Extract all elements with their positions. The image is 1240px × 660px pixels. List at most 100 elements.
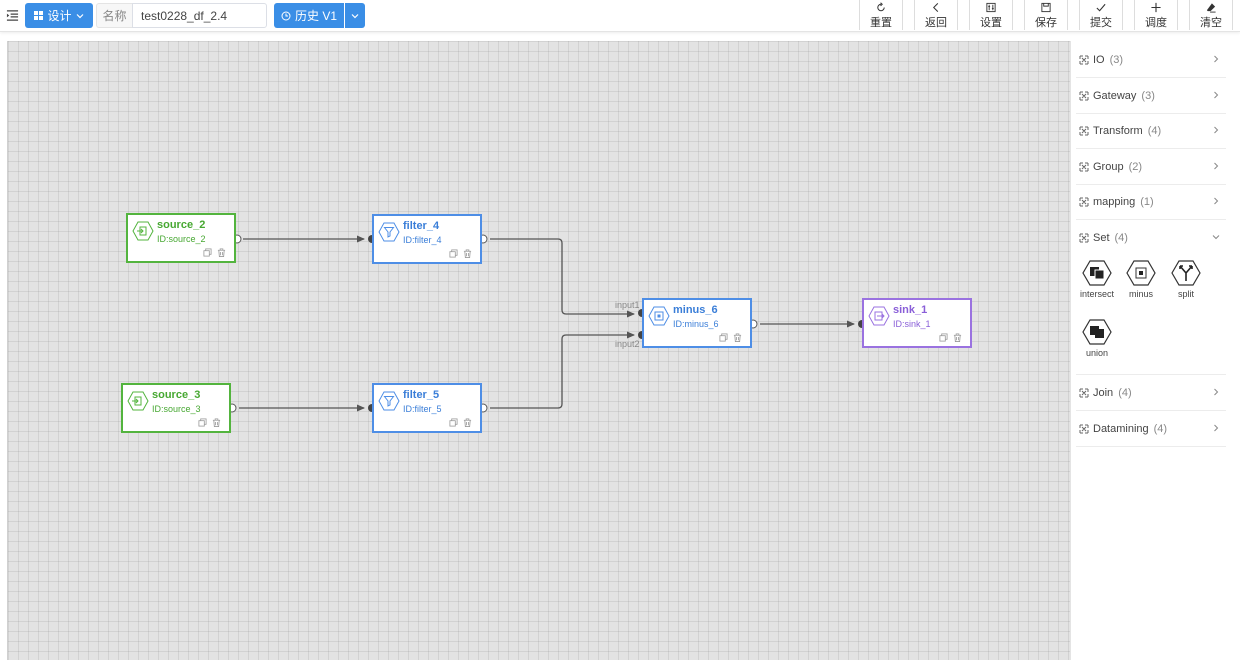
node-sink-1[interactable]: sink_1 ID:sink_1	[862, 298, 972, 348]
node-title: source_3	[152, 389, 201, 401]
settings-label: 设置	[980, 17, 1002, 29]
node-source-2[interactable]: source_2 ID:source_2	[126, 213, 236, 263]
save-button[interactable]: 保存	[1024, 0, 1068, 30]
group-icon	[1079, 55, 1089, 64]
group-count: (3)	[1141, 89, 1155, 102]
component-label: minus	[1128, 289, 1153, 299]
group-count: (4)	[1114, 232, 1128, 244]
schedule-label: 调度	[1145, 17, 1167, 29]
group-name: Gateway	[1093, 89, 1137, 102]
history-version-button[interactable]: 历史 V1	[274, 3, 344, 28]
group-icon	[1079, 233, 1089, 243]
group-icon	[1079, 388, 1089, 397]
copy-icon[interactable]	[449, 418, 458, 427]
split-icon	[1171, 260, 1201, 286]
union-icon	[1082, 319, 1112, 345]
group-join[interactable]: Join (4)	[1076, 375, 1226, 411]
top-toolbar: 设计 名称 历史 V1 重置 返回 设置 保存 提交 调度 清空	[0, 0, 1240, 32]
name-input[interactable]	[132, 3, 267, 28]
node-title: sink_1	[893, 304, 928, 316]
copy-icon[interactable]	[449, 249, 458, 258]
group-io[interactable]: IO (3)	[1076, 42, 1226, 78]
delete-icon[interactable]	[217, 248, 226, 257]
node-title: filter_4	[403, 220, 440, 232]
component-label: split	[1177, 289, 1194, 299]
group-name: Set	[1093, 232, 1110, 244]
save-icon	[1041, 2, 1051, 13]
copy-icon[interactable]	[203, 248, 212, 257]
group-set[interactable]: Set (4)	[1076, 220, 1226, 256]
component-minus[interactable]: minus	[1119, 259, 1163, 303]
node-title: filter_5	[403, 389, 440, 401]
submit-button[interactable]: 提交	[1079, 0, 1123, 30]
group-name: Datamining	[1093, 422, 1149, 435]
group-icon	[1079, 162, 1089, 171]
group-group[interactable]: Group (2)	[1076, 149, 1226, 185]
copy-icon[interactable]	[719, 333, 728, 342]
component-label: intersect	[1079, 289, 1114, 299]
copy-icon[interactable]	[939, 333, 948, 342]
eraser-icon	[1206, 3, 1216, 13]
chevron-down-icon	[351, 13, 359, 18]
delete-icon[interactable]	[463, 249, 472, 258]
node-id: ID:source_3	[152, 404, 201, 414]
delete-icon[interactable]	[463, 418, 472, 427]
source-icon	[127, 391, 149, 411]
copy-icon[interactable]	[198, 418, 207, 427]
chevron-right-icon	[1214, 55, 1219, 63]
schedule-button[interactable]: 调度	[1134, 0, 1178, 30]
back-button[interactable]: 返回	[914, 0, 958, 30]
divider	[1076, 374, 1226, 375]
design-mode-label: 设计	[47, 9, 72, 23]
node-source-3[interactable]: source_3 ID:source_3	[121, 383, 231, 433]
group-name: IO	[1093, 53, 1105, 66]
group-count: (2)	[1128, 160, 1143, 173]
history-dropdown-button[interactable]	[345, 3, 365, 28]
group-gateway[interactable]: Gateway (3)	[1076, 78, 1226, 114]
node-title: minus_6	[673, 304, 718, 316]
design-mode-button[interactable]: 设计	[25, 3, 93, 28]
node-filter-5[interactable]: filter_5 ID:filter_5	[372, 383, 482, 433]
group-icon	[1079, 197, 1089, 206]
group-count: (3)	[1109, 53, 1124, 66]
group-name: mapping	[1093, 195, 1136, 208]
group-name: Join	[1093, 386, 1114, 399]
group-datamining[interactable]: Datamining (4)	[1076, 411, 1226, 447]
component-union[interactable]: union	[1075, 318, 1119, 362]
flow-canvas[interactable]	[7, 41, 1070, 660]
group-icon	[1079, 424, 1089, 433]
settings-icon	[986, 2, 996, 13]
menu-fold-icon[interactable]	[6, 9, 19, 22]
group-count: (4)	[1147, 124, 1162, 137]
check-icon	[1096, 3, 1106, 12]
clear-button[interactable]: 清空	[1189, 0, 1233, 30]
grid-icon	[34, 11, 44, 20]
delete-icon[interactable]	[953, 333, 962, 342]
refresh-icon	[877, 2, 885, 12]
save-label: 保存	[1035, 17, 1057, 29]
node-minus-6[interactable]: minus_6 ID:minus_6	[642, 298, 752, 348]
node-id: ID:sink_1	[893, 319, 931, 329]
chevron-right-icon	[1214, 424, 1219, 432]
group-icon	[1079, 126, 1089, 135]
minus-icon	[648, 306, 670, 326]
node-filter-4[interactable]: filter_4 ID:filter_4	[372, 214, 482, 264]
delete-icon[interactable]	[212, 418, 221, 427]
submit-label: 提交	[1090, 17, 1112, 29]
sink-icon	[868, 306, 890, 326]
group-icon	[1079, 91, 1089, 100]
node-id: ID:source_2	[157, 234, 206, 244]
minus-icon	[1126, 260, 1156, 286]
component-split[interactable]: split	[1164, 259, 1208, 303]
group-transform[interactable]: Transform (4)	[1076, 113, 1226, 149]
reset-button[interactable]: 重置	[859, 0, 903, 30]
node-id: ID:filter_5	[403, 404, 442, 414]
settings-button[interactable]: 设置	[969, 0, 1013, 30]
component-intersect[interactable]: intersect	[1075, 259, 1119, 303]
intersect-icon	[1082, 260, 1112, 286]
filter-icon	[378, 222, 400, 242]
delete-icon[interactable]	[733, 333, 742, 342]
reset-label: 重置	[870, 17, 892, 29]
filter-icon	[378, 391, 400, 411]
group-mapping[interactable]: mapping (1)	[1076, 184, 1226, 220]
